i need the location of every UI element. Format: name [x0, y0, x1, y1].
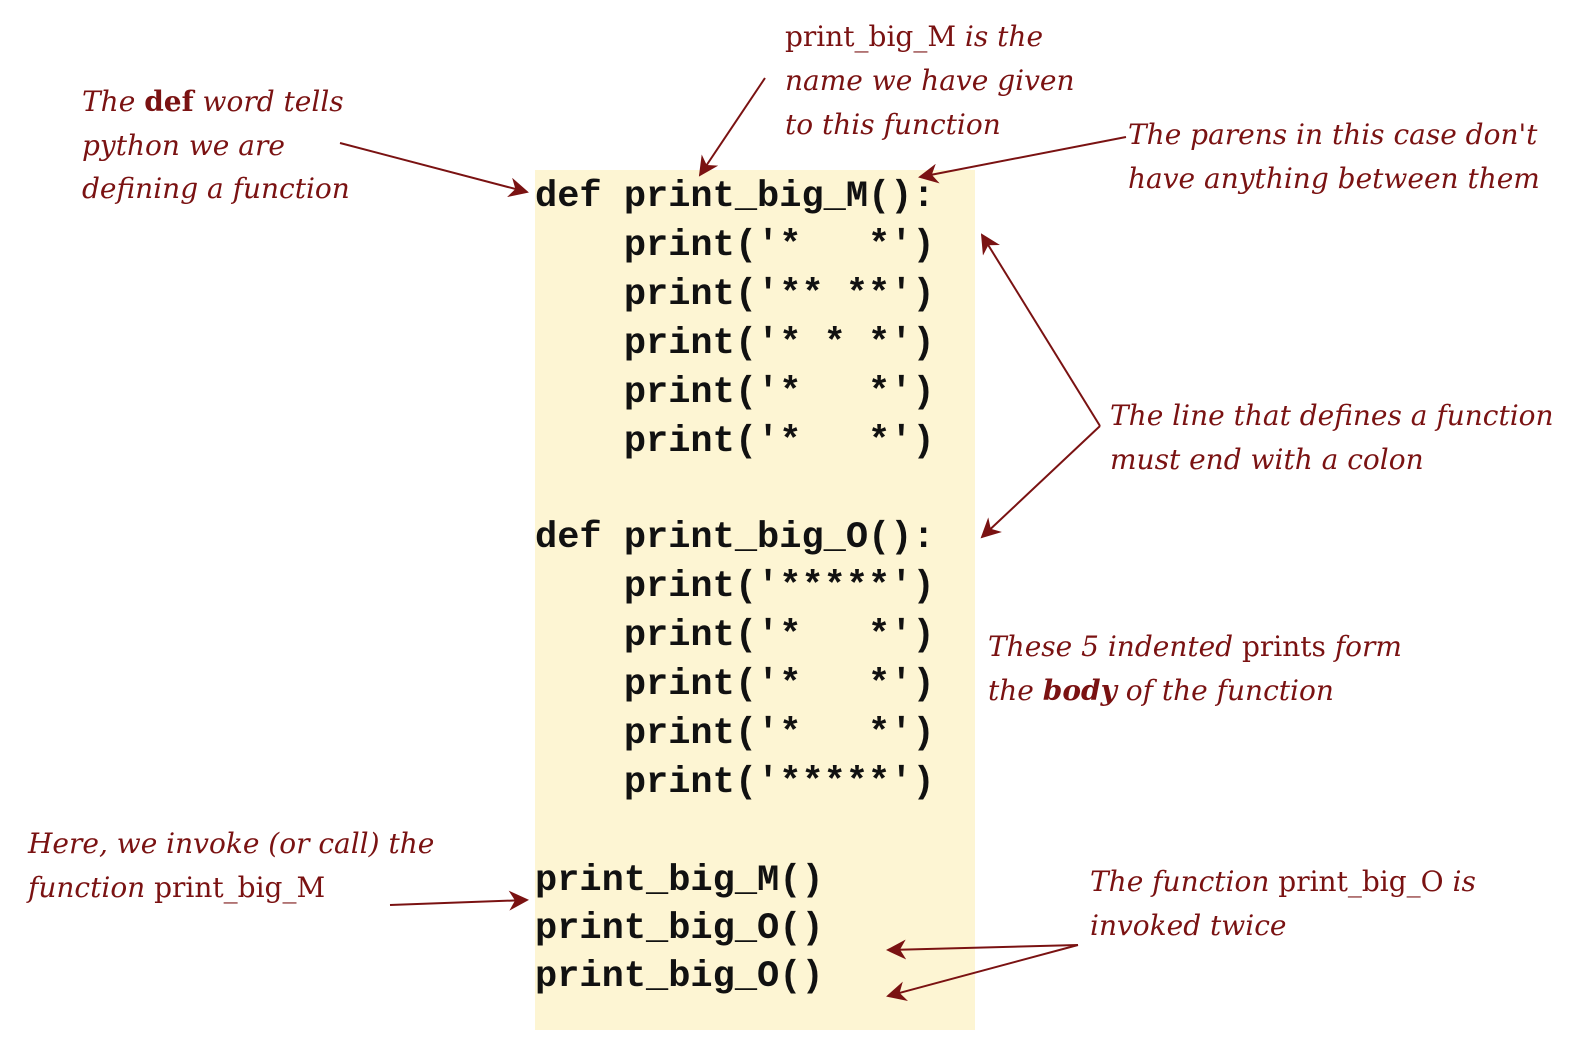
annotation-line: The line that defines a function	[1110, 399, 1554, 432]
annotation-line: must end with a colon	[1110, 443, 1424, 476]
body-keyword: body	[1042, 674, 1117, 707]
code-line-def-o: def print_big_O():	[535, 517, 935, 559]
code-line: print('* *')	[535, 225, 935, 267]
annotation-line: Here, we invoke (or call) the	[28, 827, 435, 860]
annotation-line: have anything between them	[1128, 162, 1540, 195]
def-keyword: def	[144, 85, 194, 118]
code-line: print('* *')	[535, 615, 935, 657]
annotation-line: invoked twice	[1090, 909, 1287, 942]
annotation-line: print_big_M is the	[785, 20, 1044, 53]
arrow-colon-lower	[980, 425, 1101, 539]
arrow-function-name	[698, 77, 766, 177]
code-line-call-o: print_big_O()	[535, 908, 824, 950]
annotation-line: These 5 indented prints form	[988, 630, 1402, 663]
code-line-def-m: def print_big_M():	[535, 176, 935, 218]
arrow-invoke	[389, 890, 529, 911]
annotation-line: The def word tells	[82, 85, 344, 118]
function-name-text: print_big_M	[154, 871, 326, 904]
code-line-call-m: print_big_M()	[535, 860, 824, 902]
code-panel	[535, 170, 975, 1030]
prints-text: prints	[1242, 630, 1326, 663]
function-name-text: print_big_O	[1278, 865, 1444, 898]
code-line: print('** **')	[535, 274, 935, 316]
annotation-line: The parens in this case don't	[1128, 118, 1538, 151]
annotation-line: The function print_big_O is	[1090, 865, 1476, 898]
annotation-line: name we have given	[785, 64, 1075, 97]
annotation-line: python we are	[82, 129, 285, 162]
annotation-line: function print_big_M	[28, 871, 326, 904]
code-line: print('*****')	[535, 566, 935, 608]
annotation-line: to this function	[785, 108, 1001, 141]
arrow-colon-upper	[980, 233, 1101, 427]
function-name-text: print_big_M	[785, 20, 957, 53]
code-line: print('*****')	[535, 762, 935, 804]
arrow-def-word	[339, 142, 529, 198]
annotation-line: defining a function	[82, 172, 350, 205]
code-line: print('* *')	[535, 664, 935, 706]
code-line: print('* *')	[535, 713, 935, 755]
code-line: print('* * *')	[535, 323, 935, 365]
annotation-line: the body of the function	[988, 674, 1334, 707]
code-line-call-o: print_big_O()	[535, 956, 824, 998]
code-line: print('* *')	[535, 421, 935, 463]
code-line: print('* *')	[535, 372, 935, 414]
